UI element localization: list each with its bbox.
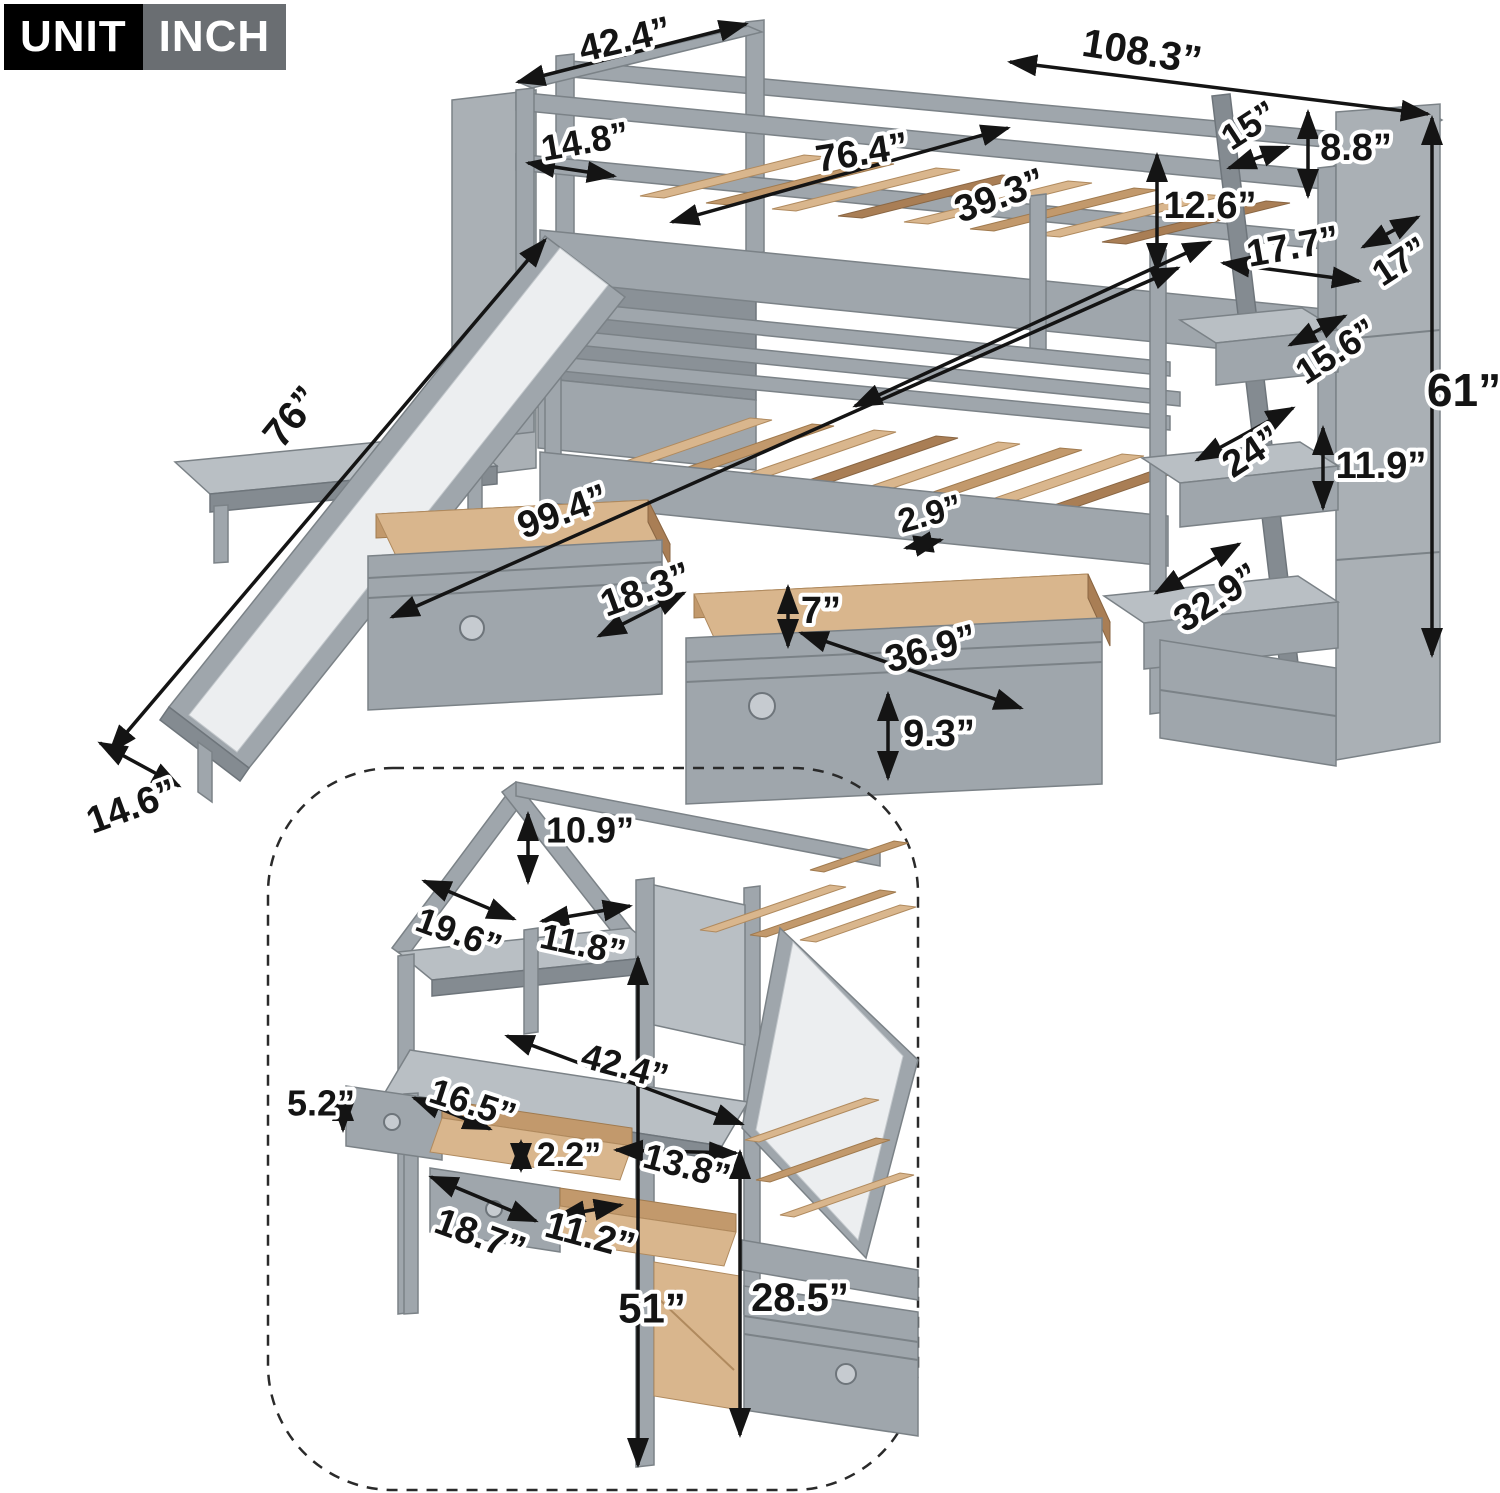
measure-arrow	[1226, 145, 1291, 170]
measure-arrow	[525, 156, 617, 183]
measure-arrow	[504, 1034, 745, 1126]
measure-arrow	[1287, 314, 1348, 347]
dimension-label: 14.6”	[81, 771, 183, 842]
measure-arrow	[669, 124, 1011, 226]
measure-arrow	[1007, 54, 1431, 122]
dimension-label: 5.2”	[287, 1083, 355, 1124]
dimension-label: 7”	[801, 590, 841, 632]
measure-arrow	[539, 899, 633, 928]
measure-arrow	[97, 741, 182, 788]
unit-badge-label: UNIT	[4, 4, 143, 70]
dimension-label: 8.8”	[1320, 127, 1392, 169]
measure-arrow	[1194, 406, 1296, 462]
measure-arrow	[1360, 215, 1421, 249]
dimension-label: 9.3”	[903, 713, 975, 755]
measure-arrows-layer	[97, 19, 1443, 1468]
inset-bed-illustration	[266, 766, 920, 1492]
dimension-label: 11.9”	[1336, 445, 1427, 487]
unit-badge-value: INCH	[142, 4, 287, 70]
measure-arrow	[596, 591, 687, 638]
measure-arrow	[515, 19, 749, 87]
dimension-label: 61”	[1427, 364, 1500, 416]
measure-arrow	[903, 531, 944, 557]
measure-arrow	[428, 1175, 539, 1223]
measure-arrow	[411, 1096, 493, 1131]
dimension-label: 28.5”	[751, 1276, 849, 1320]
inset-dashed-border	[266, 766, 920, 1492]
dimension-label: 2.2”	[537, 1136, 601, 1174]
measure-arrow	[555, 1198, 624, 1223]
measure-arrow	[389, 266, 1181, 619]
dimension-label: 12.6”	[1164, 185, 1257, 227]
dimension-label: 76”	[255, 378, 330, 456]
measure-arrow	[421, 879, 517, 921]
measure-arrow	[1220, 255, 1362, 289]
dimension-label: 10.9”	[546, 810, 634, 851]
dimension-label: 51”	[618, 1285, 686, 1332]
dimension-label: 14.8”	[538, 113, 632, 169]
measure-arrow	[798, 631, 1024, 710]
unit-badge: UNIT INCH	[4, 4, 287, 70]
